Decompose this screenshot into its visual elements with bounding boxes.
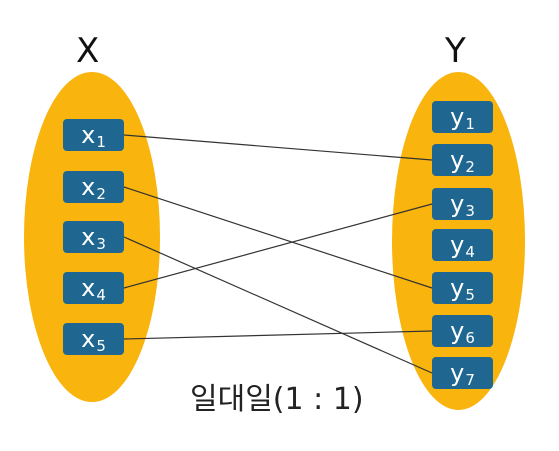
diagram-caption: 일대일(1 : 1) <box>190 382 364 417</box>
element-subscript: 6 <box>465 328 475 347</box>
element-subscript: 5 <box>465 285 475 304</box>
element-subscript: 3 <box>96 234 106 253</box>
set-x-label: X <box>76 31 100 71</box>
element-base: y <box>450 317 465 345</box>
mapping-line-4-to-3 <box>123 203 433 289</box>
set-y-label: Y <box>445 31 466 71</box>
element-base: y <box>450 146 465 174</box>
element-subscript: 7 <box>465 370 475 389</box>
element-subscript: 2 <box>465 157 475 176</box>
element-base: x <box>81 223 96 251</box>
element-subscript: 3 <box>465 201 475 220</box>
mapping-line-2-to-5 <box>123 186 433 289</box>
element-subscript: 5 <box>96 336 106 355</box>
element-base: x <box>81 121 96 149</box>
element-base: y <box>450 274 465 302</box>
mapping-line-3-to-7 <box>123 236 433 374</box>
mapping-line-5-to-6 <box>123 330 433 340</box>
element-base: y <box>450 103 465 131</box>
element-base: y <box>450 231 465 259</box>
element-subscript: 4 <box>465 242 475 261</box>
element-subscript: 1 <box>465 114 475 133</box>
element-base: x <box>81 173 96 201</box>
mapping-line-1-to-2 <box>123 134 433 161</box>
element-subscript: 2 <box>96 184 106 203</box>
element-subscript: 4 <box>96 285 106 304</box>
element-base: x <box>81 325 96 353</box>
element-base: y <box>450 359 465 387</box>
element-base: x <box>81 274 96 302</box>
element-subscript: 1 <box>96 132 106 151</box>
element-base: y <box>450 190 465 218</box>
